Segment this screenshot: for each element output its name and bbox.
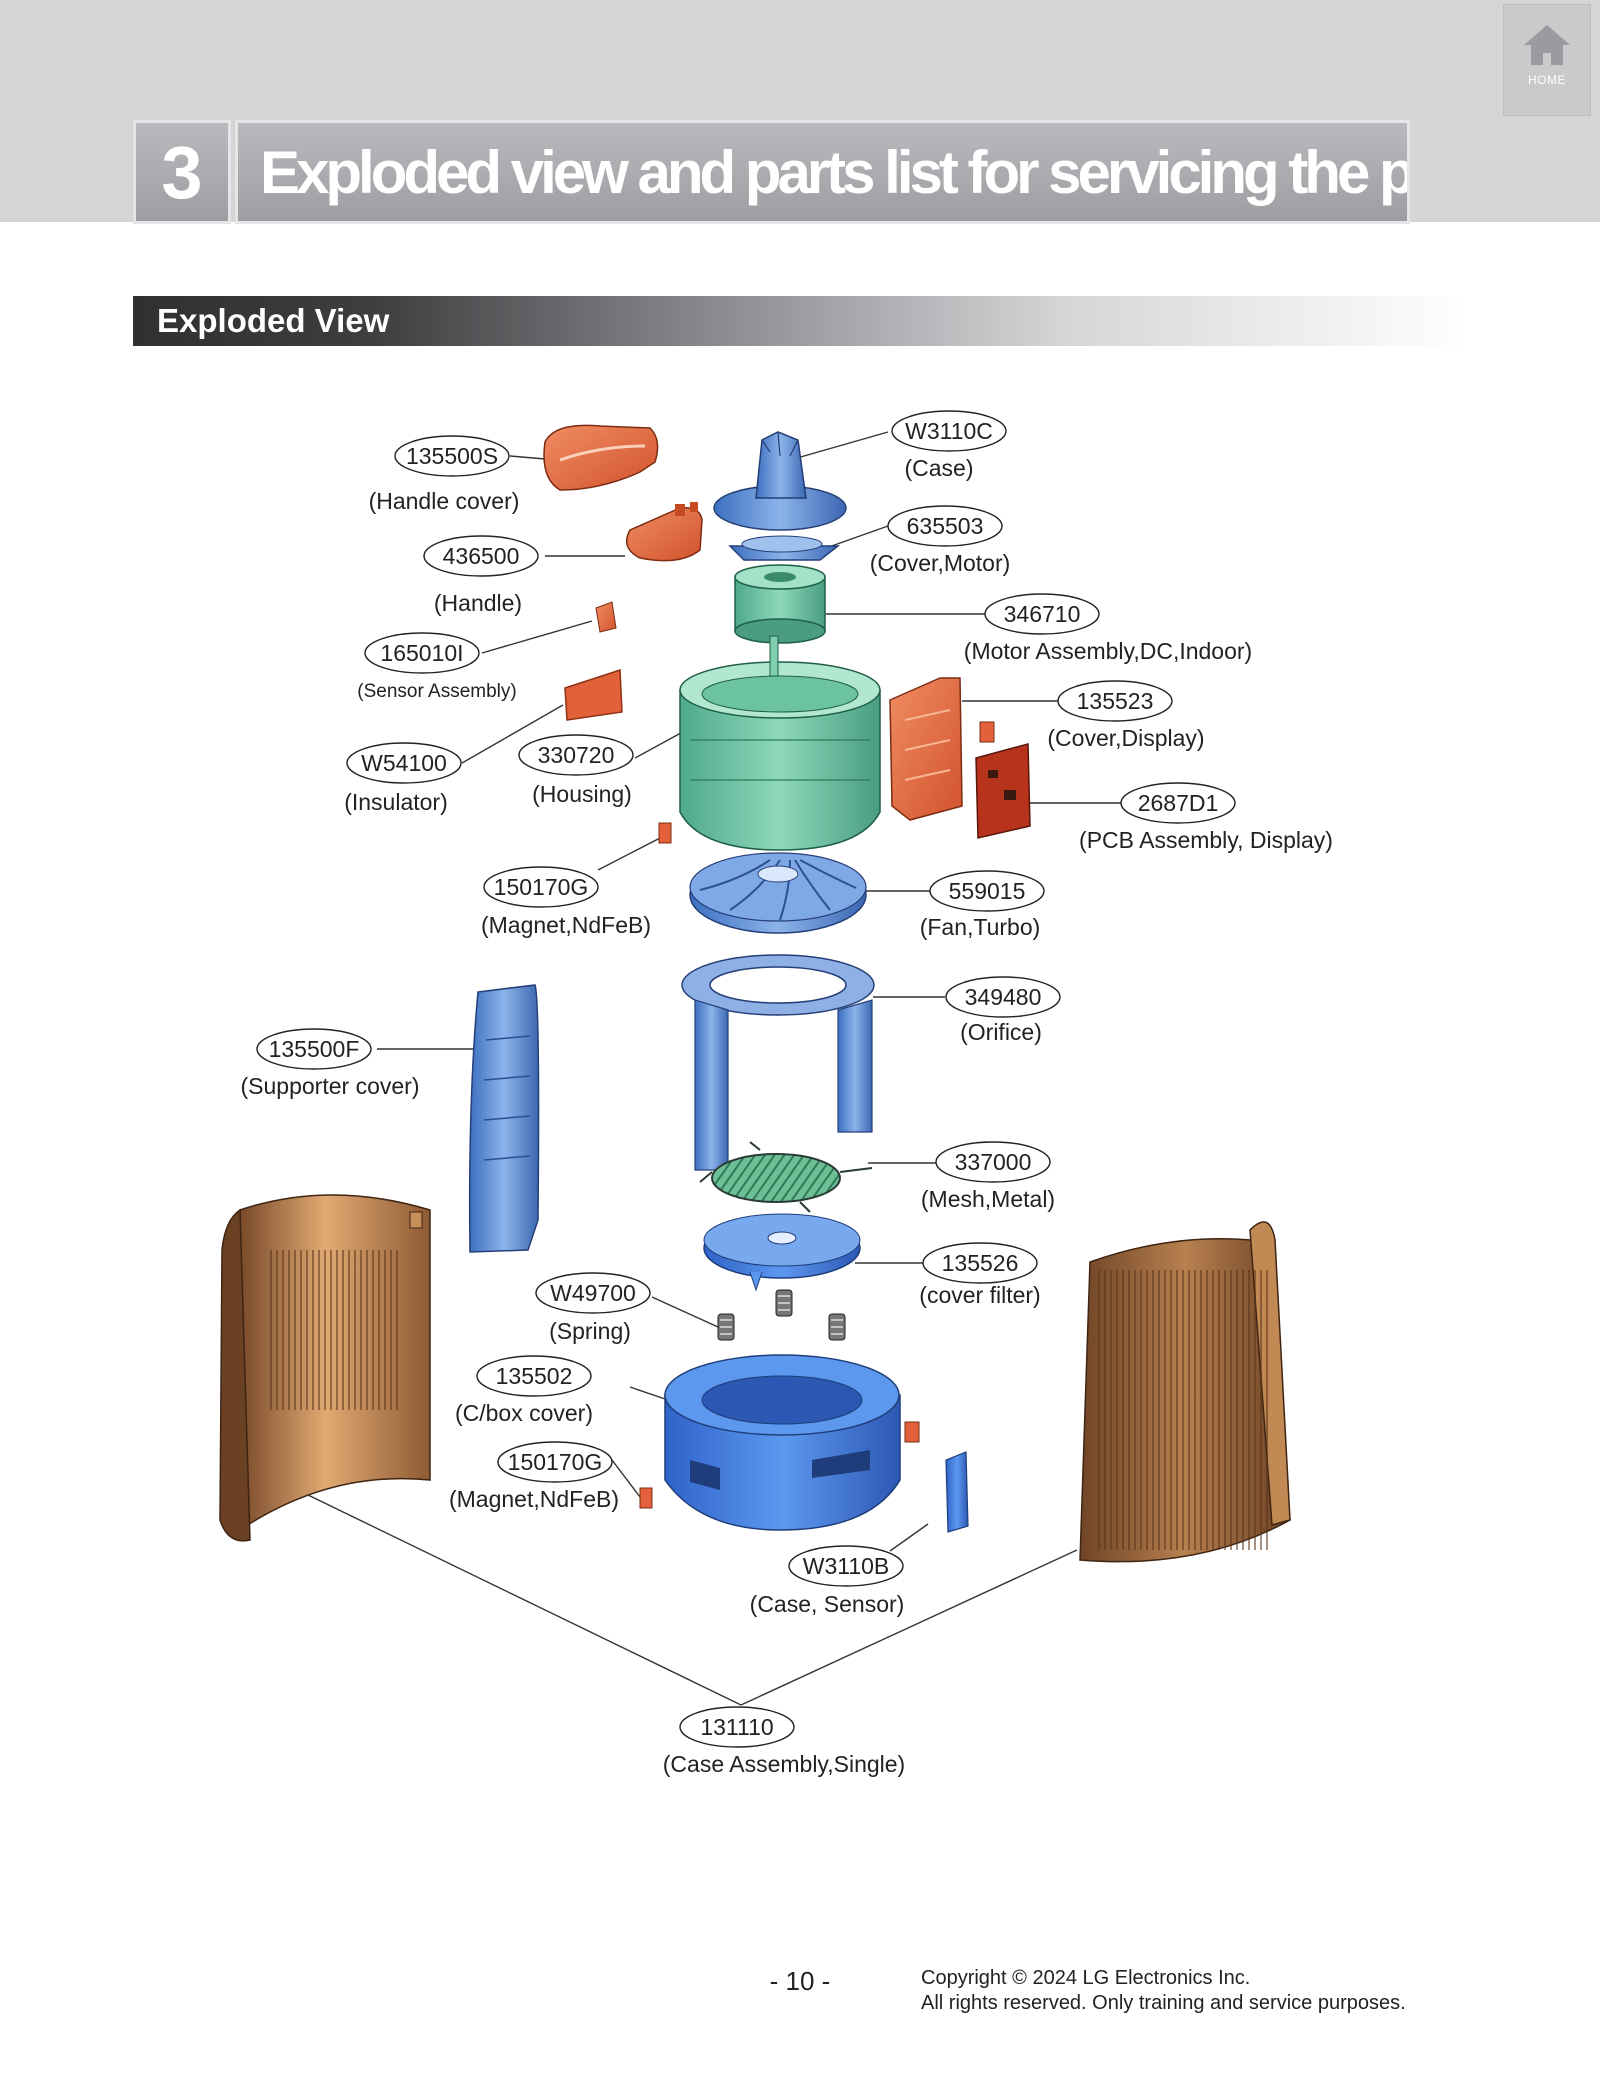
callout-150170g-upper-code: 150170G [494,874,589,900]
callout-559015-name: (Fan,Turbo) [920,914,1041,940]
callout-349480-code: 349480 [965,984,1042,1010]
part-magnet-upper [658,822,672,844]
home-label: HOME [1528,73,1566,87]
part-handle-cover [543,424,659,491]
callout-2687d1-name: (PCB Assembly, Display) [1079,827,1333,853]
callout-135526-code: 135526 [942,1250,1019,1276]
page-number: - 10 - [769,1966,831,1996]
copyright-notice: Copyright © 2024 LG Electronics Inc. All… [921,1966,1406,2016]
callout-135500s-name: (Handle cover) [369,488,520,514]
callout-131110-code: 131110 [700,1714,773,1740]
callout-150170g-upper-name: (Magnet,NdFeB) [481,912,651,938]
callout-150170g-lower-name: (Magnet,NdFeB) [449,1486,619,1512]
callout-330720-name: (Housing) [532,781,632,807]
callout-w49700-code: W49700 [550,1280,636,1306]
part-housing [679,635,881,851]
part-case-left [219,1194,431,1542]
part-case-sensor [945,1451,969,1533]
callout-436500-name: (Handle) [434,590,522,616]
callout-w49700-name: (Spring) [549,1318,631,1344]
callout-135502-name: (C/box cover) [455,1400,593,1426]
callout-135500f-name: (Supporter cover) [241,1073,420,1099]
part-case-right [1079,1221,1291,1563]
chapter-number: 3 [133,120,231,224]
callout-349480-name: (Orifice) [960,1019,1042,1045]
callout-635503-name: (Cover,Motor) [870,550,1011,576]
callout-135502-code: 135502 [496,1363,573,1389]
callout-150170g-lower-code: 150170G [508,1449,603,1475]
chapter-title: Exploded view and parts list for servici… [235,120,1410,224]
callout-135523-code: 135523 [1077,688,1154,714]
home-button[interactable]: HOME [1503,4,1591,116]
callout-131110-name: (Case Assembly,Single) [663,1751,905,1777]
part-magnet-lower [639,1421,920,1509]
part-cover-motor [728,535,841,561]
copyright-line-1: Copyright © 2024 LG Electronics Inc. [921,1967,1251,1989]
section-title: Exploded View [133,296,1468,346]
callout-135523-name: (Cover,Display) [1047,725,1204,751]
exploded-view-diagram: 135500S (Handle cover) 436500 (Handle) 1… [219,410,1333,1777]
callout-330720-code: 330720 [538,742,615,768]
callout-w3110b-code: W3110B [803,1553,890,1579]
part-cbox-cover [664,1354,901,1531]
part-cover-filter [703,1213,861,1292]
part-springs [717,1289,846,1341]
callout-346710-code: 346710 [1004,601,1081,627]
leader-lines [272,431,1124,1706]
copyright-line-2: All rights reserved. Only training and s… [921,1992,1406,2014]
callout-w3110c-name: (Case) [904,455,973,481]
callout-337000-code: 337000 [955,1149,1032,1175]
part-orifice [681,954,875,1171]
callout-w3110c-code: W3110C [905,418,993,444]
callout-135500f-code: 135500F [269,1036,360,1062]
callout-346710-name: (Motor Assembly,DC,Indoor) [964,638,1252,664]
callout-559015-code: 559015 [949,878,1026,904]
callout-635503-code: 635503 [907,513,984,539]
part-mesh-metal [699,1141,873,1213]
callout-337000-name: (Mesh,Metal) [921,1186,1055,1212]
part-pcb-display [975,743,1031,839]
callout-165010i-name: (Sensor Assembly) [357,681,516,702]
part-sensor-clip [595,601,617,633]
callouts [256,410,1236,1748]
callout-w3110b-name: (Case, Sensor) [750,1591,905,1617]
part-case-top [713,431,847,531]
part-cover-display [889,677,995,821]
callout-2687d1-code: 2687D1 [1138,790,1219,816]
part-motor [734,564,826,644]
callout-436500-code: 436500 [443,543,520,569]
part-insulator [564,668,623,721]
part-fan-turbo [689,852,867,934]
callout-w54100-name: (Insulator) [344,789,448,815]
part-supporter-cover [468,984,540,1253]
callout-135526-name: (cover filter) [919,1282,1040,1308]
callout-135500s-code: 135500S [406,443,498,469]
callout-w54100-code: W54100 [361,750,447,776]
home-icon [1524,25,1570,65]
part-handle [625,502,703,562]
callout-165010i-code: 165010I [380,640,463,666]
